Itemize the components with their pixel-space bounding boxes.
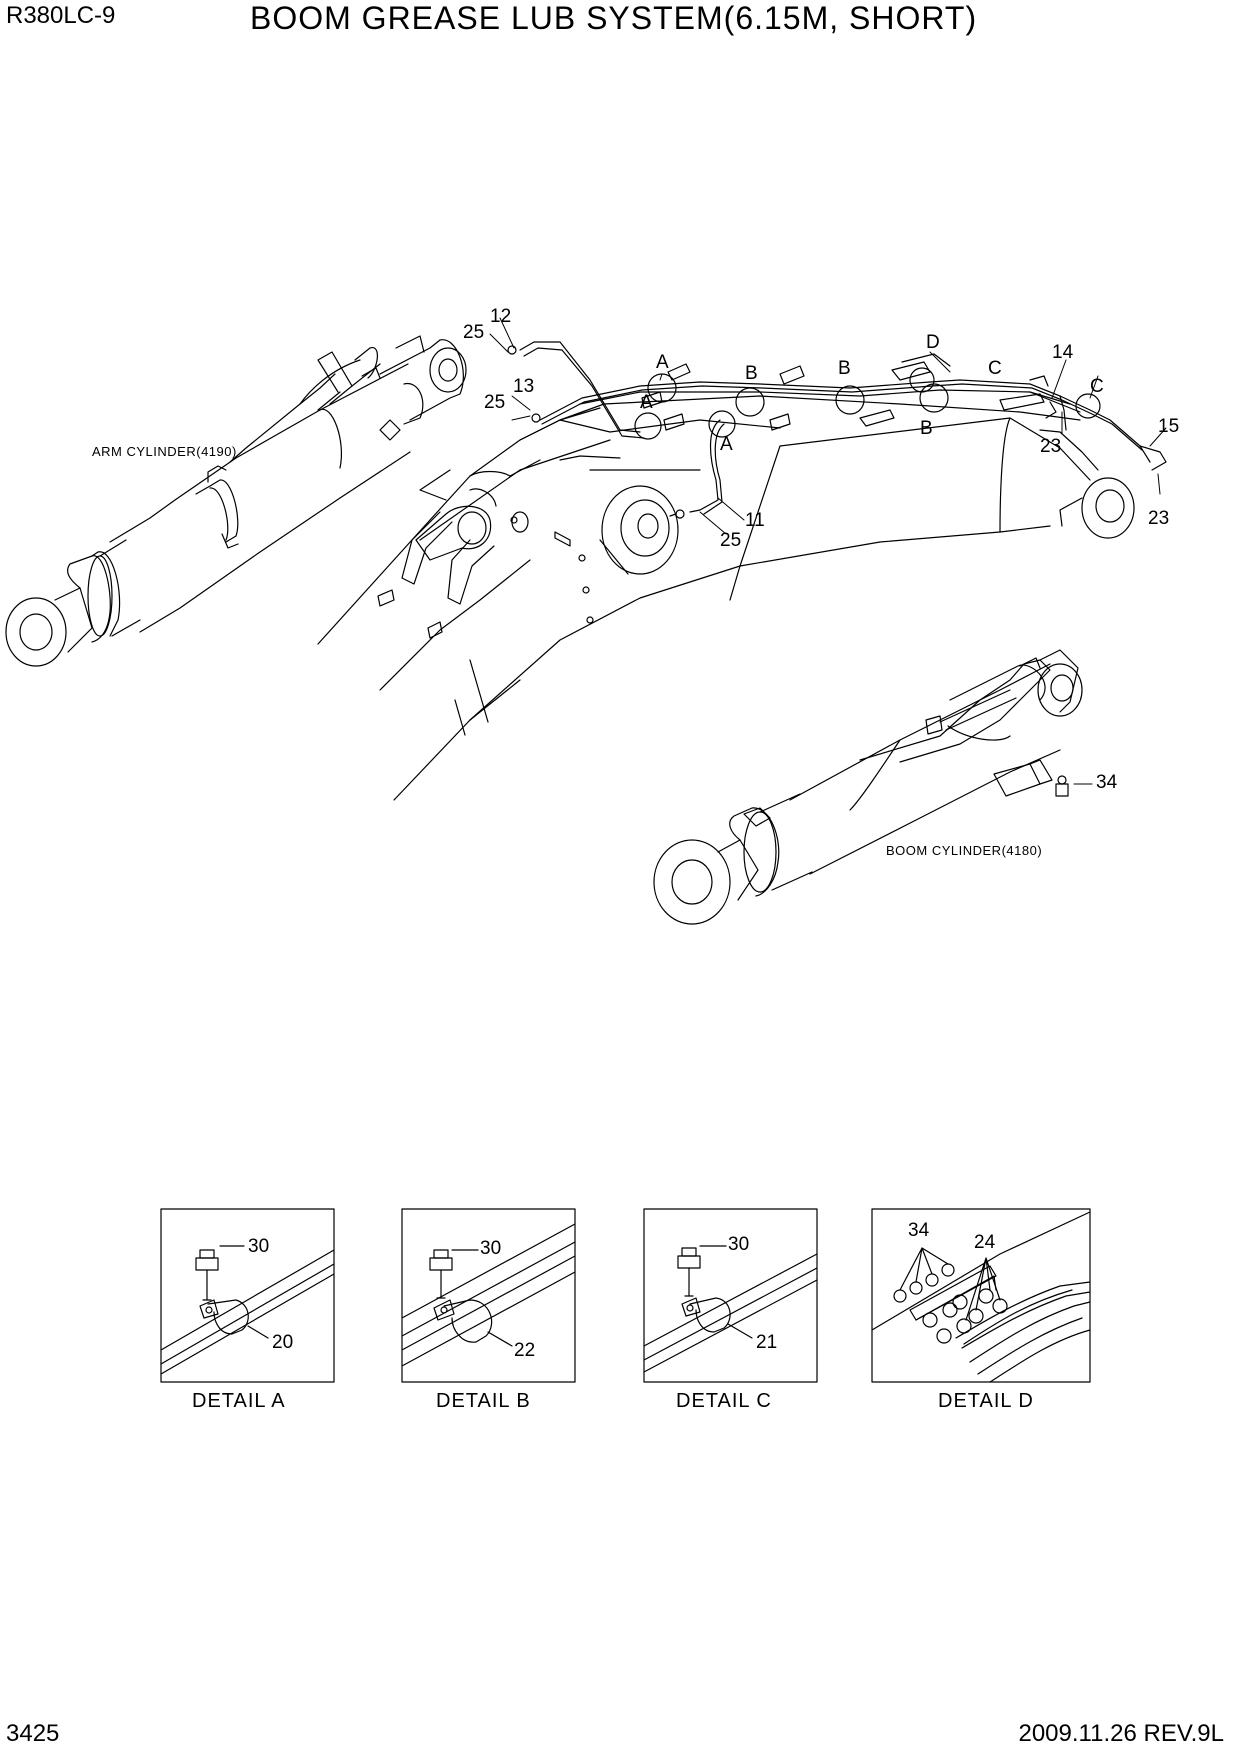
detail-c-drawing xyxy=(644,1246,817,1372)
callout-12: 12 xyxy=(490,306,512,327)
boom-drawing xyxy=(318,396,1134,800)
detail-d-callout-34: 34 xyxy=(908,1220,930,1241)
detail-d-callout-24: 24 xyxy=(974,1232,996,1253)
callout-25: 25 xyxy=(720,530,742,551)
model-number: R380LC-9 xyxy=(6,2,116,29)
detail-b-callout-22: 22 xyxy=(514,1340,536,1361)
detail-a-caption: DETAIL A xyxy=(192,1390,286,1412)
callout-detail-a: A xyxy=(656,352,669,373)
revision-date: 2009.11.26 REV.9L xyxy=(1018,1720,1224,1747)
callout-23: 23 xyxy=(1040,436,1062,457)
detail-d-caption: DETAIL D xyxy=(938,1390,1034,1412)
callout-detail-c: C xyxy=(988,358,1002,379)
callout-11: 11 xyxy=(745,510,765,531)
callout-34: 34 xyxy=(1096,772,1118,793)
callout-detail-b: B xyxy=(745,363,758,384)
arm-cylinder-drawing xyxy=(6,336,466,666)
detail-a-callout-20: 20 xyxy=(272,1332,294,1353)
page-number: 3425 xyxy=(6,1720,60,1747)
callout-detail-d: D xyxy=(926,332,940,353)
detail-boxes xyxy=(161,1209,1090,1382)
detail-b-caption: DETAIL B xyxy=(436,1390,531,1412)
arm-cylinder-caption: ARM CYLINDER(4190) xyxy=(92,444,237,459)
callout-leaders xyxy=(490,318,1166,784)
detail-b-callout-30: 30 xyxy=(480,1238,502,1259)
callout-25: 25 xyxy=(463,322,485,343)
boom-cylinder-caption: BOOM CYLINDER(4180) xyxy=(886,843,1043,858)
detail-c-callout-30: 30 xyxy=(728,1234,750,1255)
callout-detail-c: C xyxy=(1090,376,1104,397)
detail-c-callout-21: 21 xyxy=(756,1332,778,1353)
detail-a-drawing xyxy=(161,1246,334,1374)
callout-detail-a: A xyxy=(720,434,733,455)
callout-23: 23 xyxy=(1148,508,1170,529)
boom-cylinder-drawing xyxy=(654,650,1082,924)
callout-13: 13 xyxy=(513,376,535,397)
callout-detail-b: B xyxy=(920,418,933,439)
callout-15: 15 xyxy=(1158,416,1180,437)
clamp-markers xyxy=(635,354,1100,439)
detail-b-drawing xyxy=(402,1224,575,1366)
page-title: BOOM GREASE LUB SYSTEM(6.15M, SHORT) xyxy=(250,0,978,36)
grease-lines xyxy=(508,342,1166,518)
detail-a-callout-30: 30 xyxy=(248,1236,270,1257)
callout-25: 25 xyxy=(484,392,506,413)
callout-14: 14 xyxy=(1052,342,1074,363)
callout-detail-a: A xyxy=(640,392,653,413)
callout-detail-b: B xyxy=(838,358,851,379)
detail-d-drawing xyxy=(872,1212,1090,1382)
detail-c-caption: DETAIL C xyxy=(676,1390,772,1412)
